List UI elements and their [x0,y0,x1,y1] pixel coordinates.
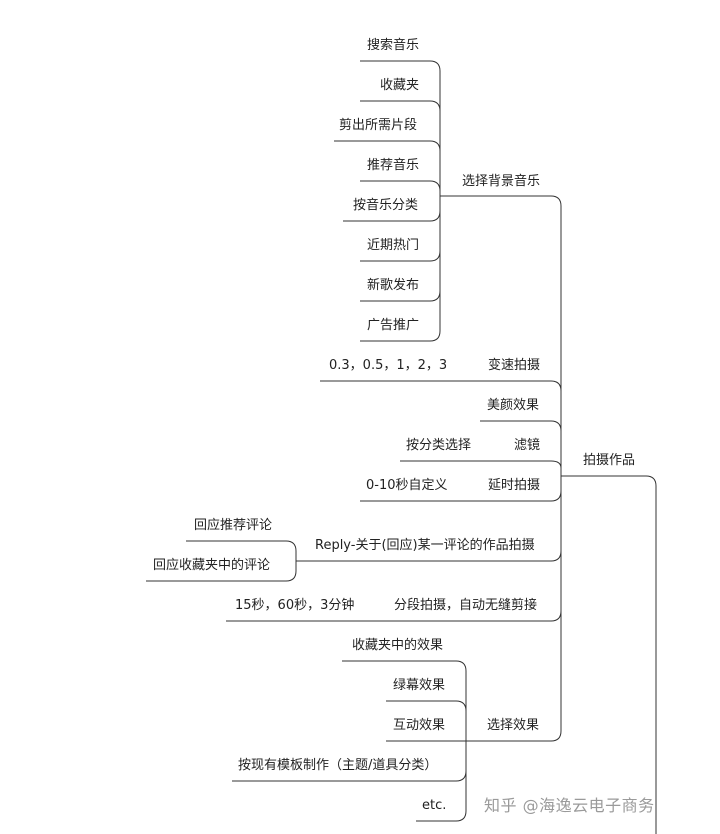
node-music-new: 新歌发布 [367,278,420,293]
connector-root [561,475,657,834]
node-music-favorites: 收藏夹 [380,78,420,93]
connector-effects-2 [386,700,467,741]
node-effects-etc: etc. [422,798,447,813]
connector-filter-detail [400,460,562,476]
node-music-category: 按音乐分类 [353,198,419,213]
node-segment-durations: 15秒，60秒，3分钟 [235,598,355,613]
node-branch-reply: Reply-关于(回应)某一评论的作品拍摄 [315,538,535,553]
connector-effects-1 [342,660,467,741]
node-effects-favorites: 收藏夹中的效果 [352,638,444,653]
connector-music-8 [360,196,441,342]
node-branch-speed: 变速拍摄 [488,358,541,373]
node-effects-interactive: 互动效果 [393,718,446,733]
connector-beauty [480,420,562,476]
node-reply-recommended: 回应推荐评论 [194,518,273,533]
node-root: 拍摄作品 [583,453,636,468]
node-branch-beauty: 美颜效果 [487,398,540,413]
connector-effects-5 [416,741,467,822]
node-filter-category: 按分类选择 [406,438,472,453]
node-music-ads: 广告推广 [367,318,420,333]
watermark-text: 知乎 @海逸云电子商务 [484,796,655,815]
node-music-trending: 近期热门 [367,238,420,253]
connector-effects [466,476,562,742]
node-branch-filter: 滤镜 [514,438,541,453]
node-branch-effects: 选择效果 [487,718,540,733]
node-music-search: 搜索音乐 [367,38,420,53]
connector-music-3 [334,140,441,196]
node-speed-values: 0.3，0.5，1，2，3 [329,358,448,373]
node-branch-segment: 分段拍摄，自动无缝剪接 [394,598,538,613]
node-music-clip: 剪出所需片段 [339,118,418,133]
connector-music-2 [360,100,441,196]
connector-music-1 [360,60,441,196]
connector-reply-1 [186,540,297,561]
node-effects-greenscreen: 绿幕效果 [393,678,446,693]
node-music-recommended: 推荐音乐 [367,158,420,173]
connector-music-4 [360,180,441,196]
node-branch-delay: 延时拍摄 [488,478,541,493]
connector-music-branch [440,195,562,476]
connector-speed [320,380,562,476]
node-effects-template: 按现有模板制作（主题/道具分类） [238,758,438,773]
connector-reply-2 [146,561,297,582]
node-branch-music: 选择背景音乐 [462,174,541,189]
node-reply-favorites: 回应收藏夹中的评论 [153,558,271,573]
node-delay-range: 0-10秒自定义 [366,478,448,493]
